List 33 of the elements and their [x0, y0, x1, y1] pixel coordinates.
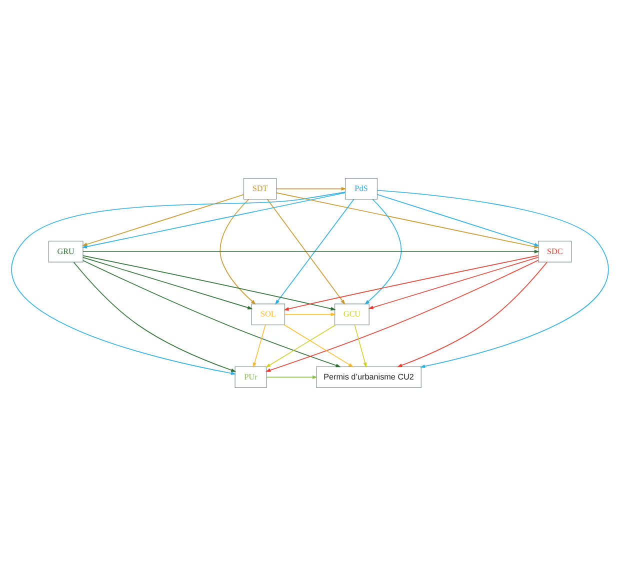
arrow [266, 374, 318, 378]
arrow [12, 191, 346, 374]
arrow [284, 254, 539, 310]
node-box: SDT [243, 178, 277, 200]
arrow [82, 254, 336, 310]
arrow [82, 256, 253, 309]
arrow [265, 259, 539, 372]
arrow [274, 198, 354, 304]
node-box: PUr [234, 366, 267, 388]
arrow [267, 198, 346, 304]
arrow [376, 194, 540, 246]
arrow [265, 324, 336, 368]
arrow [364, 198, 402, 304]
node-box: SDC [538, 240, 572, 262]
arrow [376, 189, 609, 368]
arrow [368, 256, 539, 309]
node-box: GRU [48, 240, 84, 262]
arrow [220, 198, 256, 304]
arrow [82, 194, 244, 246]
arrow [252, 324, 266, 368]
arrow [354, 324, 367, 368]
arrow [82, 249, 540, 253]
arrow [284, 312, 336, 316]
arrow [82, 260, 341, 367]
node-box: GCU [334, 303, 370, 325]
node-box: PdS [344, 178, 378, 200]
arrow [276, 186, 346, 190]
arrow [73, 261, 236, 372]
node-box: SOL [251, 303, 286, 325]
arrow [82, 192, 346, 248]
arrow [276, 192, 540, 248]
arrow [284, 324, 354, 367]
arrow [397, 261, 548, 367]
